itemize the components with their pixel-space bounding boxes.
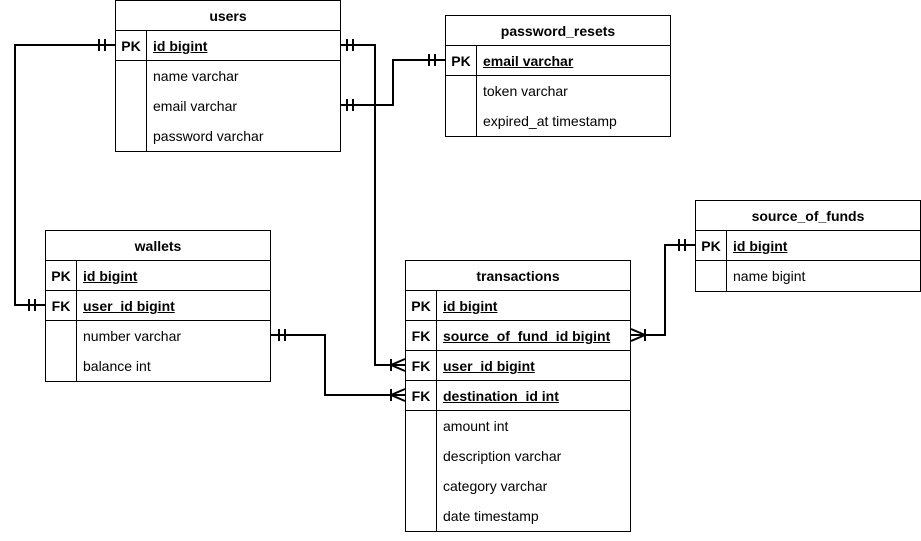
field-name: category varchar	[443, 478, 548, 494]
key-divider	[436, 381, 437, 410]
key-divider	[436, 471, 437, 501]
field-row[interactable]: PK id bigint	[406, 291, 630, 321]
key-divider	[726, 261, 727, 291]
key-divider	[146, 61, 147, 91]
field-key: PK	[51, 268, 71, 284]
field-row[interactable]: description varchar	[406, 441, 630, 471]
rel-wallets-transactions[interactable]	[271, 329, 406, 402]
field-name: password varchar	[153, 128, 264, 144]
field-row[interactable]: FK user_id bigint	[46, 291, 270, 321]
field-name: id bigint	[733, 238, 788, 254]
entity-title: users	[116, 1, 340, 31]
key-divider	[476, 46, 477, 75]
key-divider	[146, 31, 147, 60]
key-divider	[76, 351, 77, 381]
entity-users[interactable]: users PK id bigint name varchar email va…	[115, 0, 341, 152]
entity-wallets[interactable]: wallets PK id bigint FK user_id bigint n…	[45, 230, 271, 382]
field-name: date timestamp	[443, 508, 539, 524]
field-name: expired_at timestamp	[483, 113, 617, 129]
field-name: email varchar	[483, 53, 574, 69]
field-row[interactable]: PK id bigint	[46, 261, 270, 291]
field-key: FK	[411, 388, 431, 404]
field-name: destination_id int	[443, 388, 559, 404]
field-row[interactable]: FK source_of_fund_id bigint	[406, 321, 630, 351]
key-divider	[436, 501, 437, 531]
rel-users-transactions[interactable]	[341, 39, 406, 372]
field-name: user_id bigint	[443, 358, 535, 374]
field-row[interactable]: amount int	[406, 411, 630, 441]
field-row[interactable]: balance int	[46, 351, 270, 381]
field-row[interactable]: FK user_id bigint	[406, 351, 630, 381]
field-name: balance int	[83, 358, 151, 374]
entity-password-resets[interactable]: password_resets PK email varchar token v…	[445, 15, 671, 137]
field-row[interactable]: email varchar	[116, 91, 340, 121]
key-divider	[476, 106, 477, 136]
field-row[interactable]: PK email varchar	[446, 46, 670, 76]
key-divider	[436, 351, 437, 380]
field-key: FK	[411, 328, 431, 344]
key-divider	[436, 411, 437, 441]
key-divider	[436, 321, 437, 350]
field-row[interactable]: number varchar	[46, 321, 270, 351]
field-row[interactable]: category varchar	[406, 471, 630, 501]
field-name: source_of_fund_id bigint	[443, 328, 611, 344]
field-key: FK	[51, 298, 71, 314]
key-divider	[726, 231, 727, 260]
field-key: PK	[121, 38, 141, 54]
field-row[interactable]: name varchar	[116, 61, 340, 91]
entity-title: password_resets	[446, 16, 670, 46]
field-row[interactable]: PK id bigint	[116, 31, 340, 61]
field-name: id bigint	[153, 38, 208, 54]
entity-title: source_of_funds	[696, 201, 920, 231]
rel-source-of-funds-transactions[interactable]	[630, 239, 695, 342]
field-name: name varchar	[153, 68, 239, 84]
field-name: amount int	[443, 418, 509, 434]
field-row[interactable]: expired_at timestamp	[446, 106, 670, 136]
field-name: id bigint	[83, 268, 138, 284]
field-key: PK	[451, 53, 471, 69]
key-divider	[476, 76, 477, 106]
field-name: number varchar	[83, 328, 182, 344]
entity-transactions[interactable]: transactions PK id bigint FK source_of_f…	[405, 260, 631, 532]
field-row[interactable]: password varchar	[116, 121, 340, 151]
key-divider	[76, 321, 77, 351]
field-name: user_id bigint	[83, 298, 175, 314]
rel-users-password-resets[interactable]	[341, 54, 445, 111]
field-row[interactable]: PK id bigint	[696, 231, 920, 261]
key-divider	[436, 441, 437, 471]
field-key: FK	[411, 358, 431, 374]
field-key: PK	[411, 298, 431, 314]
field-name: id bigint	[443, 298, 498, 314]
key-divider	[76, 261, 77, 290]
entity-source-of-funds[interactable]: source_of_funds PK id bigint name bigint	[695, 200, 921, 292]
field-key: PK	[701, 238, 721, 254]
field-name: name bigint	[733, 268, 806, 284]
field-name: description varchar	[443, 448, 562, 464]
field-name: email varchar	[153, 98, 238, 114]
key-divider	[146, 121, 147, 151]
key-divider	[436, 291, 437, 320]
field-row[interactable]: token varchar	[446, 76, 670, 106]
entity-title: transactions	[406, 261, 630, 291]
field-name: token varchar	[483, 83, 568, 99]
field-row[interactable]: name bigint	[696, 261, 920, 291]
field-row[interactable]: FK destination_id int	[406, 381, 630, 411]
key-divider	[146, 91, 147, 121]
entity-title: wallets	[46, 231, 270, 261]
field-row[interactable]: date timestamp	[406, 501, 630, 531]
key-divider	[76, 291, 77, 320]
